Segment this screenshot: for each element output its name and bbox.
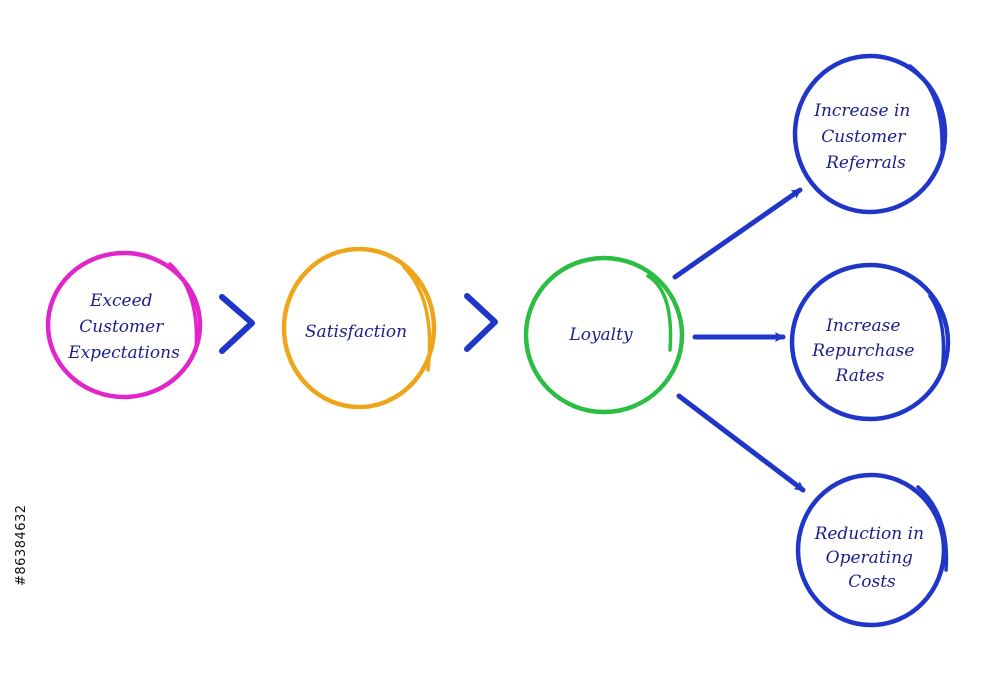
- node-circle: [792, 53, 948, 215]
- node-label-line: Rates: [835, 366, 885, 386]
- node-circle: [281, 246, 437, 410]
- svg-text:Increase in Customer: Increase in Customer Referrals: [813, 101, 916, 173]
- node-circle: [523, 255, 685, 415]
- node-label-line: Reduction in: [814, 524, 924, 544]
- node-label-line: Loyalty: [568, 325, 633, 345]
- node-label-line: Repurchase: [811, 341, 914, 361]
- node-label-line: Referrals: [825, 153, 906, 173]
- node-label-line: Costs: [848, 572, 896, 592]
- node-circle-flourish: [908, 64, 944, 152]
- arrow-icon: [672, 187, 803, 280]
- node-circle-flourish: [168, 262, 199, 352]
- chevron-right-icon: [219, 294, 255, 354]
- node-increase-repurchase-rates: Increase Repurchase Rates: [789, 262, 951, 422]
- node-label-line: Customer: [79, 317, 164, 337]
- node-satisfaction: Satisfaction: [281, 246, 437, 410]
- node-circle: [45, 250, 203, 400]
- node-circle-flourish: [402, 265, 432, 372]
- svg-text:Satisfaction: Satisfaction: [305, 322, 407, 342]
- node-label-line: Exceed: [89, 291, 153, 311]
- node-label-line: Increase: [825, 316, 900, 336]
- svg-text:Reduction in Operating: Reduction in Operating Costs: [814, 524, 930, 592]
- svg-text:Exceed Customer Ex: Exceed Customer Expectations: [67, 291, 180, 363]
- node-circle: [795, 472, 947, 628]
- node-label-line: Satisfaction: [305, 322, 407, 342]
- node-increase-customer-referrals: Increase in Customer Referrals: [792, 53, 948, 215]
- node-circle-flourish: [646, 274, 673, 352]
- node-label-line: Increase in: [813, 101, 910, 121]
- chevron-exceed-to-satisfaction: [219, 294, 255, 354]
- node-reduction-operating-costs: Reduction in Operating Costs: [795, 472, 949, 628]
- node-label-line: Customer: [821, 127, 906, 147]
- stock-image-id: #86384632: [14, 504, 29, 586]
- arrow-icon: [676, 393, 806, 493]
- node-circle: [789, 262, 951, 422]
- node-exceed-customer-expectations: Exceed Customer Expectations: [45, 250, 203, 400]
- arrow-loyalty-to-costs: [676, 393, 806, 493]
- node-circle-flourish: [916, 485, 949, 572]
- chevron-right-icon: [464, 293, 498, 352]
- arrow-loyalty-to-referrals: [672, 187, 803, 280]
- svg-text:Loyalty: Loyalty: [568, 325, 633, 345]
- node-loyalty: Loyalty: [523, 255, 685, 415]
- node-label-line: Operating: [826, 548, 913, 568]
- node-label-line: Expectations: [67, 343, 180, 363]
- chevron-satisfaction-to-loyalty: [464, 293, 498, 352]
- svg-text:Increase Repurchase: Increase Repurchase Rates: [811, 316, 920, 386]
- node-circle-flourish: [928, 294, 946, 374]
